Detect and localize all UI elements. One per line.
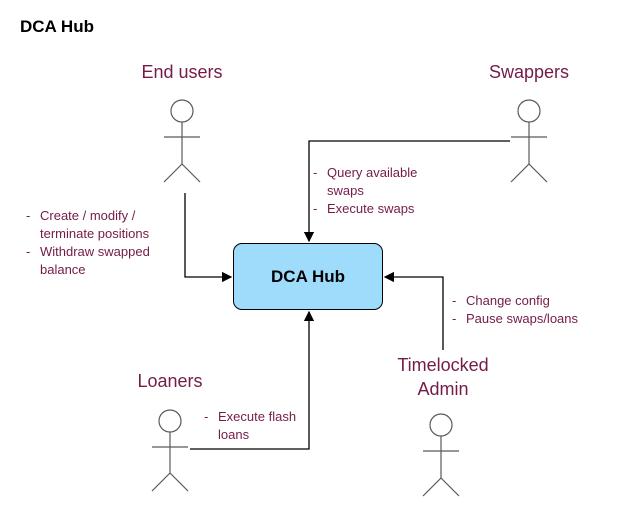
note-item: - Change config [452, 293, 550, 308]
note-line: Query available [327, 165, 418, 180]
loaners-label: Loaners [137, 371, 203, 391]
admin-connector [383, 271, 444, 350]
note-line: Execute flash [218, 409, 297, 424]
note-line: Withdraw swapped [40, 244, 150, 259]
note-line: Pause swaps/loans [466, 311, 579, 326]
dca-hub-node: DCA Hub [233, 243, 383, 310]
note-line: Create / modify / [40, 208, 136, 223]
note-line: Execute swaps [327, 201, 415, 216]
end-users-connector [184, 193, 233, 283]
admin-label: Timelocked Admin [373, 353, 513, 401]
loaners-notes: - Execute flash loans [204, 408, 324, 444]
note-line: terminate positions [40, 226, 150, 241]
end-users-notes: - Create / modify / terminate positions … [26, 207, 196, 279]
note-line: balance [40, 262, 86, 277]
swappers-figure [510, 99, 548, 183]
swappers-connector [303, 140, 510, 243]
note-line: loans [218, 427, 250, 442]
dca-hub-label: DCA Hub [271, 266, 345, 286]
end-users-label: End users [141, 62, 223, 82]
swappers-label: Swappers [488, 62, 570, 82]
admin-figure [422, 413, 460, 497]
admin-label-line2: Admin [417, 379, 469, 399]
note-item: - Query available swaps [313, 165, 418, 198]
end-users-figure [163, 99, 201, 183]
note-item: - Execute flash loans [204, 409, 297, 442]
note-item: - Pause swaps/loans [452, 311, 579, 326]
swappers-notes: - Query available swaps - Execute swaps [313, 164, 473, 218]
loaners-connector [190, 310, 315, 450]
note-item: - Execute swaps [313, 201, 415, 216]
note-item: - Create / modify / terminate positions [26, 208, 150, 241]
diagram-title: DCA Hub [20, 17, 94, 36]
note-item: - Withdraw swapped balance [26, 244, 150, 277]
admin-notes: - Change config - Pause swaps/loans [452, 292, 612, 328]
admin-label-line1: Timelocked [397, 355, 489, 375]
loaners-figure [151, 409, 189, 492]
note-line: swaps [327, 183, 364, 198]
note-line: Change config [466, 293, 550, 308]
